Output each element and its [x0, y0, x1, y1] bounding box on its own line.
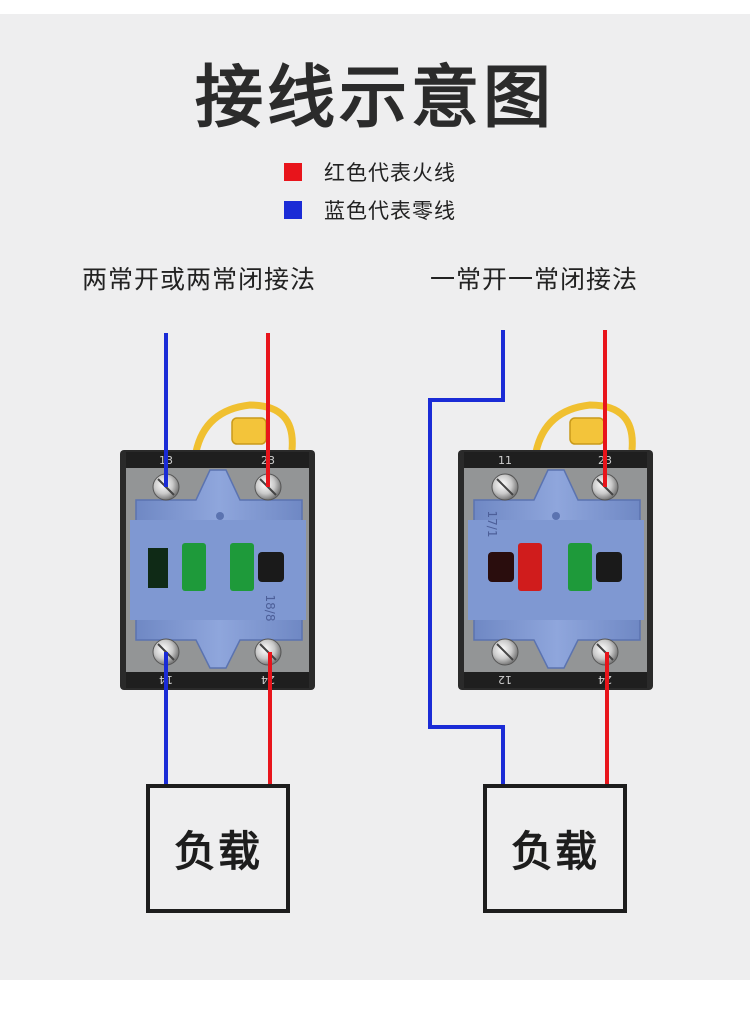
left-switch: 13 23 14 24 18/8	[120, 401, 315, 690]
right-led-red	[518, 543, 542, 591]
left-arrow-icon	[216, 512, 224, 520]
left-method-heading: 两常开或两常闭接法	[82, 265, 317, 294]
left-load-label: 负载	[173, 827, 262, 876]
left-slot-right	[258, 552, 284, 582]
left-handle-tab	[231, 417, 267, 445]
right-handle-loop	[532, 401, 636, 453]
right-load-box	[483, 784, 627, 913]
right-handle-tab	[569, 417, 605, 445]
left-slot-left	[148, 548, 168, 588]
left-top-strip	[126, 452, 309, 468]
left-led-green-1	[182, 543, 206, 591]
legend-item-neutral: 蓝色代表零线	[284, 198, 456, 223]
left-handle-loop	[192, 401, 296, 453]
right-terminal-label-bl: 12	[498, 673, 512, 686]
right-method-heading: 一常开一常闭接法	[430, 265, 639, 294]
left-body-mark: 18/8	[263, 595, 277, 622]
right-body-mark: 17/1	[485, 511, 499, 538]
left-load-box	[146, 784, 290, 913]
right-slot-right	[596, 552, 622, 582]
legend-label-live: 红色代表火线	[324, 161, 456, 185]
right-terminal-label-tl: 11	[498, 454, 512, 467]
right-top-strip	[464, 452, 647, 468]
right-slot-left	[488, 552, 514, 582]
right-load-label: 负载	[510, 827, 599, 876]
right-switch: 11 23 12 24 17/1	[458, 401, 653, 690]
page-title: 接线示意图	[194, 59, 555, 138]
blue-swatch-icon	[284, 201, 302, 219]
right-led-green	[568, 543, 592, 591]
right-neutral-wire-bypass	[428, 330, 505, 785]
right-bottom-strip	[464, 672, 647, 688]
right-wires	[428, 330, 609, 785]
legend-item-live: 红色代表火线	[284, 160, 456, 185]
left-led-green-2	[230, 543, 254, 591]
legend-label-neutral: 蓝色代表零线	[324, 199, 456, 223]
left-wires	[164, 333, 272, 785]
red-swatch-icon	[284, 163, 302, 181]
right-arrow-icon	[552, 512, 560, 520]
left-bottom-strip	[126, 672, 309, 688]
